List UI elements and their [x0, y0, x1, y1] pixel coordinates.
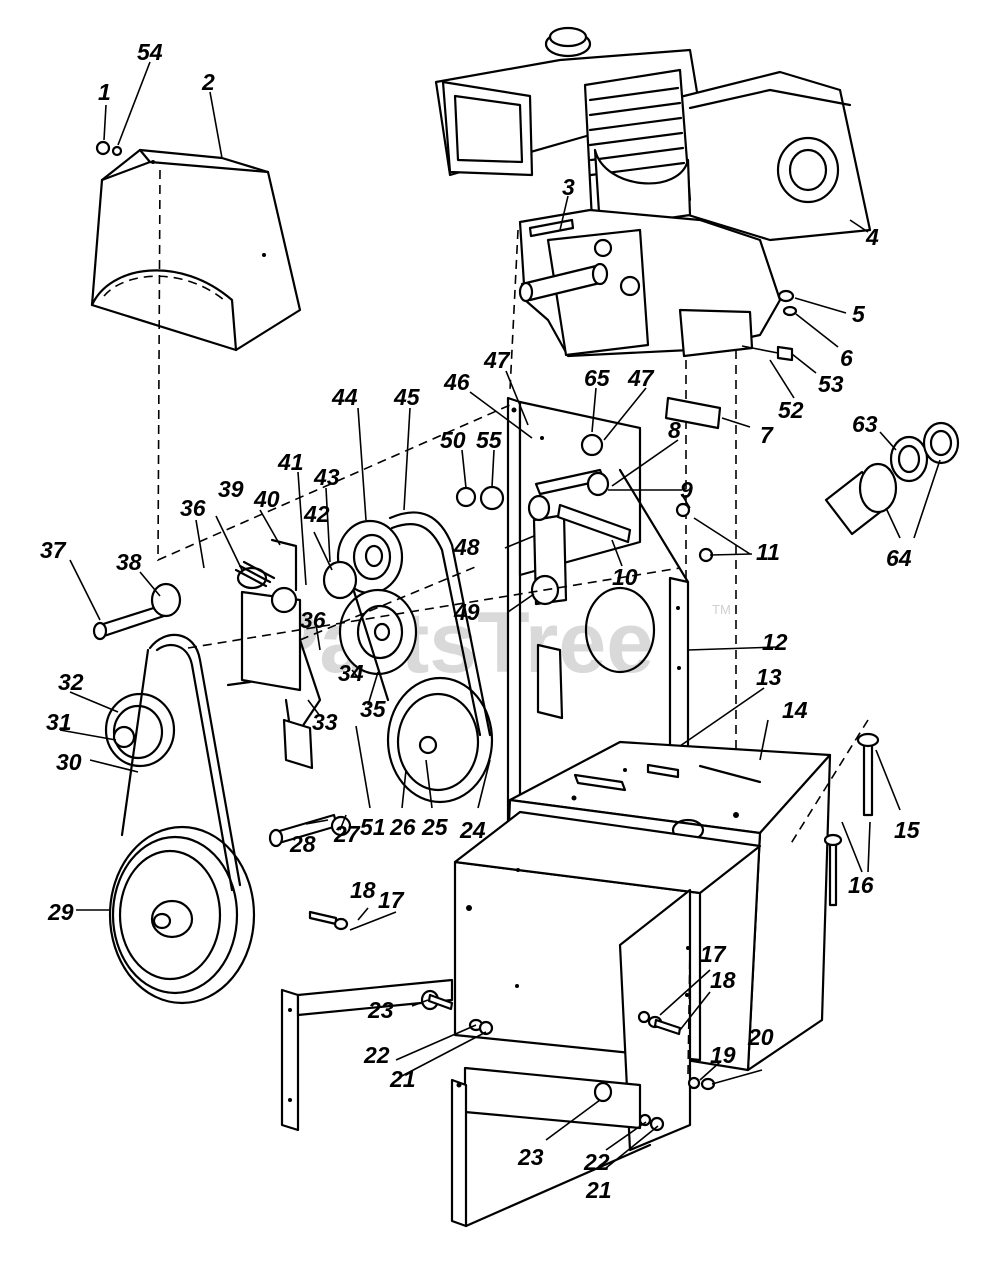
callout-5: 5	[852, 301, 866, 327]
watermark-trademark: TM	[712, 602, 731, 617]
auger-opening	[584, 586, 656, 674]
callout-29: 29	[47, 899, 74, 925]
frame-hardware	[308, 719, 880, 1132]
callout-21-upper: 21	[389, 1066, 416, 1092]
drive-pulley-part-29	[108, 825, 256, 1005]
callout-43: 43	[313, 464, 340, 490]
callout-26: 26	[389, 814, 416, 840]
bolt-part-37	[92, 582, 182, 641]
belt-cover	[90, 148, 302, 352]
callout-50: 50	[440, 427, 466, 453]
bearing-assembly-part-63-64	[824, 421, 960, 536]
callout-18-left: 18	[350, 877, 376, 903]
lower-left-bracket	[280, 978, 454, 1132]
callout-48: 48	[453, 534, 480, 560]
callout-35: 35	[360, 696, 387, 722]
callout-19: 19	[710, 1042, 736, 1068]
callout-22-lower: 22	[583, 1149, 610, 1175]
bearings-hardware	[455, 433, 714, 563]
callout-21-lower: 21	[585, 1177, 612, 1203]
callout-17-left: 17	[378, 887, 405, 913]
callout-17-right: 17	[700, 941, 727, 967]
callout-8: 8	[668, 417, 681, 443]
assembly-line-b	[187, 567, 681, 649]
callout-36-top: 36	[180, 495, 206, 521]
callout-labels: 1 54 2 3 4 5 6 53 52 7 63 64 47 46 65 47…	[40, 39, 921, 1203]
callout-16: 16	[848, 872, 874, 898]
callout-38: 38	[116, 549, 142, 575]
callout-3: 3	[562, 174, 575, 200]
callout-49: 49	[453, 599, 480, 625]
callout-24: 24	[459, 817, 486, 843]
callout-18-right: 18	[710, 967, 736, 993]
idler-pulley-part-32	[104, 692, 176, 768]
idler-arm-part-48	[527, 468, 632, 606]
callout-63: 63	[852, 411, 878, 437]
callout-30: 30	[56, 749, 82, 775]
auger-pulley-part-24	[386, 676, 494, 804]
lower-center-bracket	[450, 1078, 652, 1228]
engine-mount-hardware	[741, 289, 798, 362]
callout-41: 41	[277, 449, 304, 475]
callout-13: 13	[756, 664, 782, 690]
callout-12: 12	[762, 629, 788, 655]
callout-65: 65	[584, 365, 611, 391]
assembly-line-a	[157, 169, 511, 562]
callout-7: 7	[760, 422, 774, 448]
bracket-part-7	[664, 396, 722, 430]
callout-47-right: 47	[627, 365, 655, 391]
screw-part-1	[95, 140, 155, 164]
drive-belt-part-30	[120, 633, 242, 887]
callout-31: 31	[46, 709, 72, 735]
callout-51: 51	[360, 814, 386, 840]
callout-55: 55	[476, 427, 503, 453]
callout-32: 32	[58, 669, 84, 695]
callout-45: 45	[393, 384, 421, 410]
callout-33: 33	[312, 709, 338, 735]
callout-54: 54	[137, 39, 163, 65]
callout-11: 11	[756, 539, 780, 565]
callout-2: 2	[201, 69, 215, 95]
callout-22-upper: 22	[363, 1042, 390, 1068]
callout-37: 37	[40, 537, 67, 563]
callout-44: 44	[331, 384, 358, 410]
callout-34: 34	[338, 660, 364, 686]
slot-cover	[536, 643, 564, 720]
callout-4: 4	[865, 224, 879, 250]
spacer-part-42	[322, 560, 358, 600]
engine	[434, 26, 872, 805]
callout-23-lower: 23	[517, 1144, 544, 1170]
callout-53: 53	[818, 371, 844, 397]
callout-9: 9	[680, 477, 693, 503]
callout-1: 1	[98, 79, 111, 105]
callout-40: 40	[253, 486, 280, 512]
callout-6: 6	[840, 345, 853, 371]
callout-27: 27	[333, 821, 361, 847]
callout-36-mid: 36	[300, 607, 326, 633]
callout-39: 39	[218, 476, 244, 502]
leader-lines	[59, 61, 941, 1169]
callout-47-top: 47	[483, 347, 511, 373]
callout-20: 20	[747, 1024, 774, 1050]
front-panel	[453, 810, 762, 1152]
callout-52: 52	[778, 397, 804, 423]
callout-28: 28	[289, 831, 316, 857]
bracket-part-33	[282, 718, 314, 770]
assembly-line-c	[299, 564, 481, 641]
auger-belt-part-45	[388, 511, 492, 737]
callout-25: 25	[421, 814, 449, 840]
callout-46: 46	[443, 369, 470, 395]
callout-64: 64	[886, 545, 912, 571]
callout-14: 14	[782, 697, 808, 723]
shaft-key-part-3	[528, 218, 575, 238]
callout-42: 42	[303, 501, 330, 527]
callout-10: 10	[612, 564, 638, 590]
callout-23-upper: 23	[367, 997, 394, 1023]
idler-bracket-part-40	[226, 538, 322, 744]
callout-15: 15	[894, 817, 921, 843]
